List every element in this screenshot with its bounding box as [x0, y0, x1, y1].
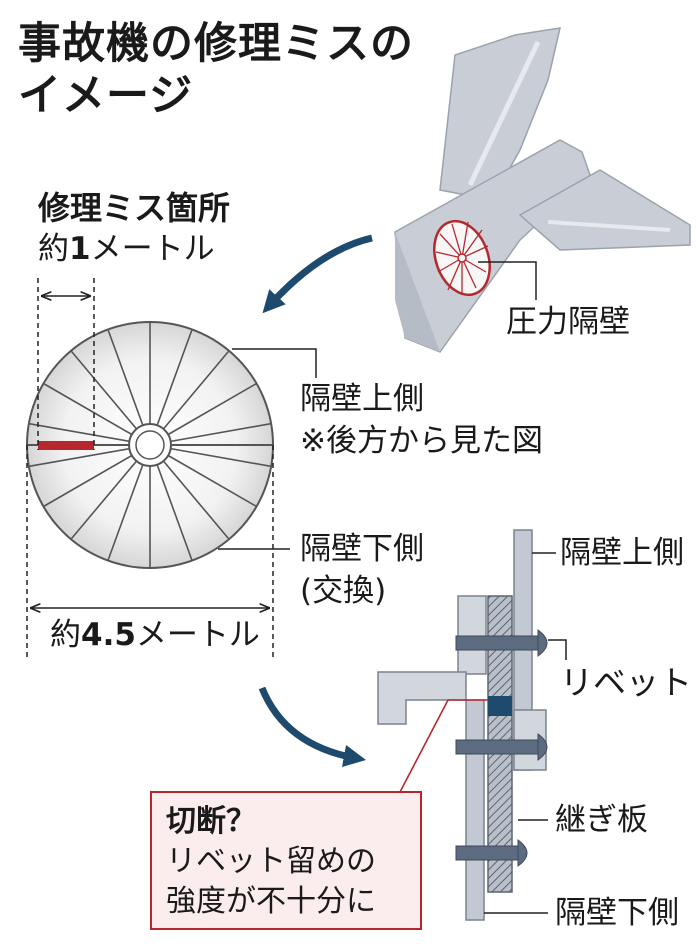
- repair-spot-label: 修理ミス箇所: [38, 189, 231, 227]
- bulkhead-spoke: [29, 447, 130, 467]
- lower-skin: [465, 699, 485, 921]
- callout-line-1: リベット留めの: [166, 844, 376, 879]
- bulkhead-spoke: [167, 454, 257, 507]
- diameter-unit: メートル: [135, 617, 260, 653]
- bulkhead-spoke: [162, 351, 230, 430]
- bulkhead-spoke: [29, 423, 130, 443]
- diameter-label: 約4.5メートル: [50, 617, 260, 654]
- size-prefix: 約: [38, 231, 69, 267]
- splice-plate-label: 継ぎ板: [555, 802, 648, 838]
- bulkhead-spoke: [43, 383, 133, 436]
- arrow-to-cross-section: [258, 686, 367, 767]
- bulkhead-spoke: [167, 383, 257, 436]
- cross-section-detail: [377, 529, 567, 921]
- size-unit: メートル: [90, 231, 215, 267]
- bulkhead-spoke: [156, 330, 193, 426]
- rivets: [455, 629, 548, 867]
- replaced-note: (交換): [300, 573, 387, 609]
- bulkhead-spoke: [162, 460, 230, 539]
- bulkhead-spoke: [107, 464, 144, 560]
- cause-callout: 切断？ リベット留めの 強度が不十分に: [150, 791, 422, 930]
- bulkhead-rear-view: [26, 321, 274, 569]
- size-value: 1: [69, 231, 91, 267]
- bulkhead-spoke: [156, 464, 193, 560]
- callout-line-2: 強度が不十分に: [166, 884, 376, 919]
- pressure-bulkhead-small: [433, 219, 491, 297]
- diameter-prefix: 約: [50, 617, 81, 653]
- cross-lower-label: 隔壁下側: [555, 895, 679, 931]
- bulkhead-spoke: [170, 447, 271, 467]
- bulkhead-spoke: [43, 454, 133, 507]
- frame-bracket: [377, 671, 467, 725]
- cross-upper-label: 隔壁上側: [560, 535, 684, 571]
- callout-heading: 切断？: [166, 804, 256, 839]
- title-line-2: イメージ: [18, 71, 194, 121]
- aircraft-tail-illustration: [394, 27, 691, 353]
- arrow-to-bulkhead-view: [262, 234, 373, 314]
- dimension-1m: [37, 278, 95, 450]
- repair-spot-size: 約1メートル: [38, 231, 215, 268]
- bulkhead-spoke: [70, 351, 138, 430]
- diameter-value: 4.5: [81, 617, 136, 653]
- bulkhead-spoke: [170, 423, 271, 443]
- rivet-label: リベット: [560, 663, 692, 702]
- bulkhead-spoke: [107, 330, 144, 426]
- dimension-4-5m: [26, 445, 274, 660]
- repair-error-marker: [38, 441, 94, 450]
- bulkhead-lower-label: 隔壁下側: [300, 531, 424, 567]
- cut-point-marker: [488, 696, 512, 716]
- rear-view-note: ※後方から見た図: [300, 423, 543, 459]
- bulkhead-spoke: [70, 460, 138, 539]
- pressure-bulkhead-label: 圧力隔壁: [506, 304, 630, 340]
- bulkhead-upper-label: 隔壁上側: [300, 381, 424, 417]
- title-line-1: 事故機の修理ミスの: [18, 19, 414, 69]
